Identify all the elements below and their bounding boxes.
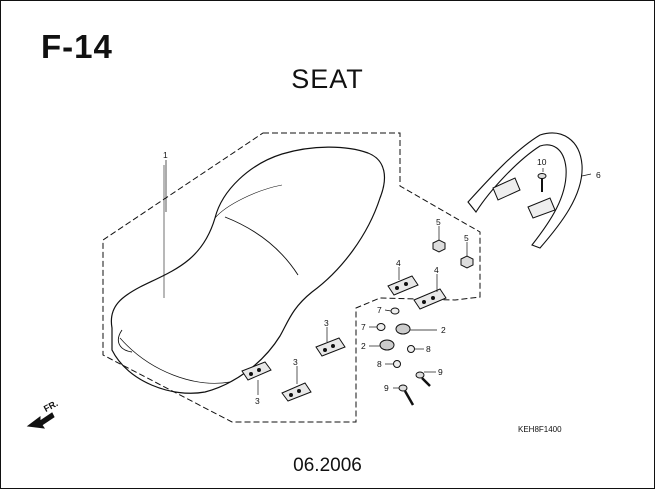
seat-part bbox=[110, 146, 386, 394]
rubber-block-3b bbox=[281, 382, 312, 402]
callout-7b: 7 bbox=[361, 322, 366, 332]
callout-3c: 3 bbox=[293, 357, 298, 367]
cushion-2b bbox=[379, 339, 395, 351]
rubber-block-4a bbox=[387, 275, 419, 296]
callout-8a: 8 bbox=[426, 344, 431, 354]
callout-4a: 4 bbox=[396, 258, 401, 268]
callout-5b: 5 bbox=[464, 233, 469, 243]
callout-3b: 3 bbox=[255, 396, 260, 406]
front-direction-arrow bbox=[26, 412, 55, 429]
callout-9a: 9 bbox=[438, 367, 443, 377]
callout-5a: 5 bbox=[436, 217, 441, 227]
nut-5a bbox=[432, 239, 446, 253]
grab-rail-part bbox=[467, 132, 583, 249]
leader-lines bbox=[165, 160, 592, 395]
bolt-9a bbox=[415, 371, 431, 387]
figure-title: SEAT bbox=[291, 64, 364, 94]
callout-2a: 2 bbox=[441, 325, 446, 335]
callout-4b: 4 bbox=[434, 265, 439, 275]
rail-bolt-10 bbox=[537, 173, 547, 192]
callout-2b: 2 bbox=[361, 341, 366, 351]
callout-8b: 8 bbox=[377, 359, 382, 369]
washer-8b bbox=[393, 360, 401, 368]
rubber-block-3a bbox=[241, 361, 272, 381]
illustration-code: KEH8F1400 bbox=[518, 425, 562, 434]
callout-1: 1 bbox=[163, 150, 168, 160]
callout-9b: 9 bbox=[384, 383, 389, 393]
callout-10: 10 bbox=[537, 157, 547, 167]
nut-5b bbox=[460, 255, 474, 269]
rubber-block-4b bbox=[413, 288, 447, 310]
washer-8a bbox=[407, 345, 415, 353]
collar-7b bbox=[376, 323, 386, 331]
cushion-2a bbox=[395, 323, 411, 335]
callout-7a: 7 bbox=[377, 305, 382, 315]
bolt-9b bbox=[398, 384, 415, 406]
rubber-block-3c bbox=[315, 337, 346, 357]
collar-7a bbox=[390, 307, 400, 315]
callout-3a: 3 bbox=[324, 318, 329, 328]
edition-date: 06.2006 bbox=[293, 455, 362, 476]
assembly-group-outline bbox=[102, 132, 481, 423]
callout-6: 6 bbox=[596, 170, 601, 180]
figure-code: F-14 bbox=[41, 28, 113, 65]
